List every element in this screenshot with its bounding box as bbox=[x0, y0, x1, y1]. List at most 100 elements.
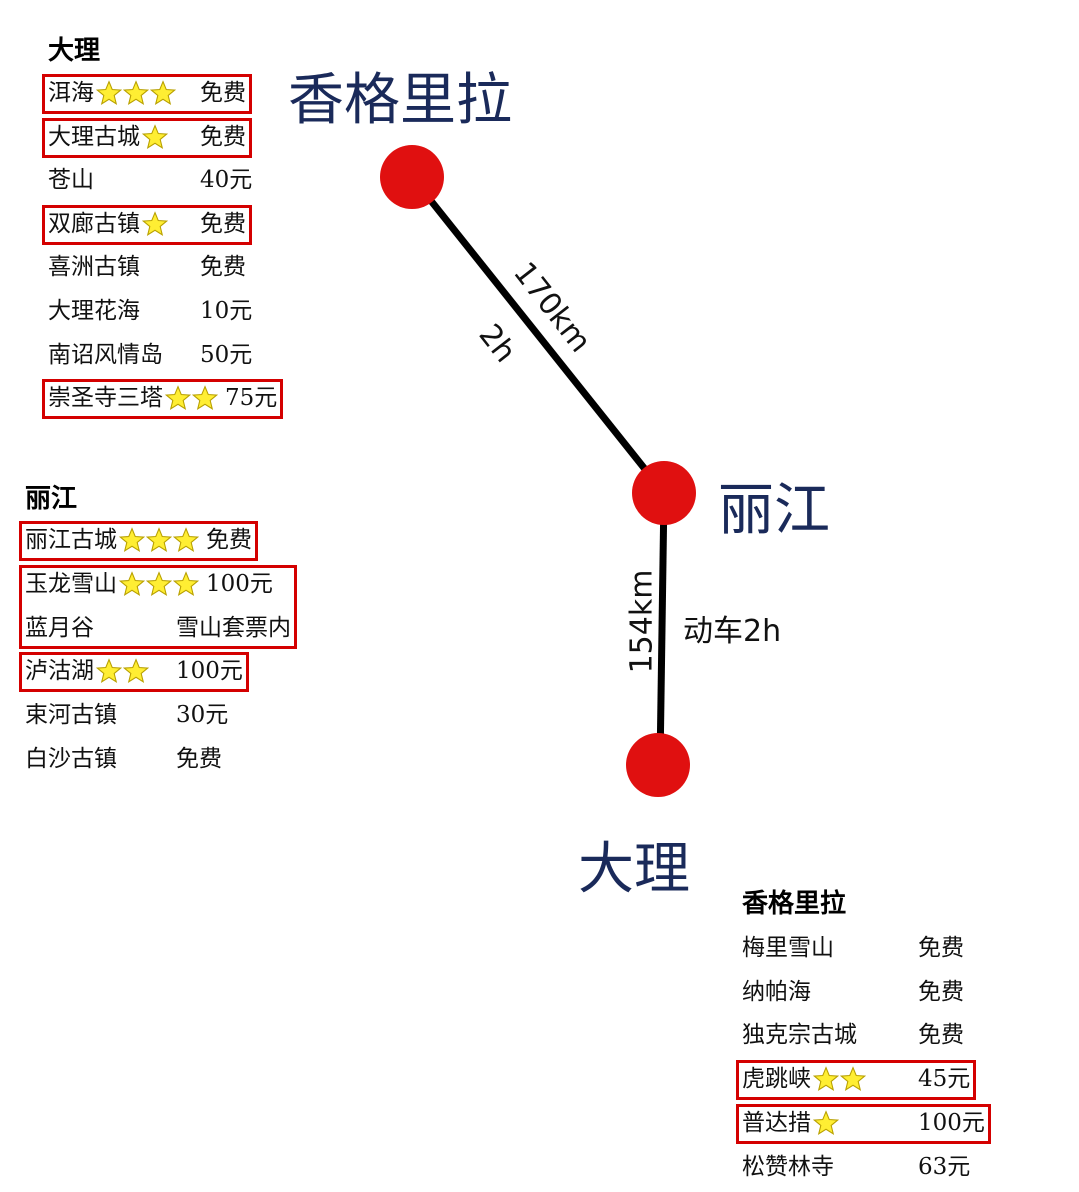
attraction-price: 50元 bbox=[200, 341, 253, 368]
attraction-price: 63元 bbox=[918, 1153, 971, 1180]
attraction-price: 免费 bbox=[206, 527, 252, 553]
attraction-price: 10元 bbox=[200, 298, 253, 324]
attraction-name-group: 丽江古城 bbox=[25, 520, 200, 560]
attraction-row: 大理古城 免费 bbox=[48, 117, 246, 157]
attraction-row: 喜洲古镇免费 bbox=[48, 247, 246, 287]
attraction-name: 普达措 bbox=[742, 1109, 811, 1136]
attraction-price: 免费 bbox=[200, 80, 246, 106]
attraction-name: 虎跳峡 bbox=[742, 1066, 811, 1093]
attraction-price: 30元 bbox=[176, 702, 229, 729]
star-icon bbox=[96, 80, 122, 106]
highlight-box bbox=[42, 379, 284, 420]
highlight-box bbox=[19, 564, 297, 649]
attraction-price: 40元 bbox=[200, 167, 253, 194]
attraction-name-group: 蓝月谷 bbox=[25, 608, 170, 648]
attraction-price: 45元 bbox=[918, 1066, 971, 1093]
attraction-name-group: 普达措 bbox=[742, 1103, 912, 1143]
attraction-row: 蓝月谷 雪山套票内 bbox=[25, 608, 291, 648]
attraction-price: 75元 bbox=[225, 385, 278, 412]
star-icon bbox=[165, 385, 191, 411]
star-icon bbox=[123, 80, 149, 106]
star-icon bbox=[123, 658, 149, 684]
star-rating bbox=[119, 570, 200, 597]
highlight-box bbox=[42, 117, 252, 158]
attraction-name-group: 白沙古镇 bbox=[25, 739, 170, 779]
attraction-name: 玉龙雪山 bbox=[25, 570, 117, 597]
attraction-row: 松赞林寺 63元 bbox=[742, 1147, 970, 1187]
attraction-row: 独克宗古城 免费 bbox=[742, 1015, 964, 1055]
attraction-row: 纳帕海 免费 bbox=[742, 972, 964, 1012]
star-rating bbox=[813, 1109, 840, 1136]
attraction-name: 白沙古镇 bbox=[25, 746, 117, 772]
attraction-price: 100元 bbox=[176, 658, 243, 685]
attraction-name-group: 独克宗古城 bbox=[742, 1015, 912, 1055]
dali-list-title: 大理 bbox=[48, 36, 101, 66]
attraction-name: 喜洲古镇 bbox=[48, 254, 140, 281]
attraction-price: 免费 bbox=[200, 123, 246, 150]
attraction-name-group: 梅里雪山 bbox=[742, 928, 912, 968]
attraction-name-group: 南诏风情岛 bbox=[48, 335, 194, 375]
attraction-price: 免费 bbox=[176, 746, 222, 772]
shangrila-list-title: 香格里拉 bbox=[742, 889, 847, 919]
star-icon bbox=[813, 1066, 839, 1092]
attraction-name: 束河古镇 bbox=[25, 702, 117, 729]
attraction-name: 泸沽湖 bbox=[25, 658, 94, 685]
attraction-name: 南诏风情岛 bbox=[48, 341, 163, 368]
attraction-row: 苍山 40元 bbox=[48, 160, 252, 200]
route-shangrila-lijiang bbox=[409, 174, 667, 496]
attraction-price: 100元 bbox=[918, 1109, 985, 1136]
dali-marker bbox=[626, 733, 690, 797]
attraction-row: 大理花海 10元 bbox=[48, 291, 252, 331]
attraction-name-group: 束河古镇 bbox=[25, 695, 170, 735]
attraction-name-group: 喜洲古镇 bbox=[48, 247, 194, 287]
star-icon bbox=[173, 527, 199, 553]
attraction-name-group: 纳帕海 bbox=[742, 972, 912, 1012]
route-distance-label: 154km bbox=[624, 569, 660, 674]
city-label-dali: 大理 bbox=[578, 837, 690, 902]
attraction-name: 松赞林寺 bbox=[742, 1153, 834, 1180]
attraction-row: 泸沽湖 100元 bbox=[25, 651, 243, 691]
star-icon bbox=[119, 570, 145, 596]
shangrila-marker bbox=[380, 145, 444, 209]
star-rating bbox=[96, 80, 177, 106]
attraction-name-group: 大理古城 bbox=[48, 117, 194, 157]
city-label-lijiang: 丽江 bbox=[718, 478, 830, 543]
attraction-row: 梅里雪山免费 bbox=[742, 928, 964, 968]
highlight-box bbox=[19, 652, 249, 693]
attraction-name-group: 大理花海 bbox=[48, 291, 194, 331]
star-rating bbox=[813, 1066, 867, 1092]
attraction-row: 双廊古镇 免费 bbox=[48, 204, 246, 244]
attraction-name: 丽江古城 bbox=[25, 527, 117, 553]
star-icon bbox=[840, 1066, 866, 1092]
attraction-name: 大理花海 bbox=[48, 298, 140, 324]
attraction-price: 雪山套票内 bbox=[176, 614, 291, 641]
attraction-name-group: 松赞林寺 bbox=[742, 1147, 912, 1187]
star-icon bbox=[119, 527, 145, 553]
attraction-name: 崇圣寺三塔 bbox=[48, 385, 163, 412]
attraction-name: 双廊古镇 bbox=[48, 210, 140, 237]
attraction-row: 洱海 免费 bbox=[48, 73, 246, 113]
attraction-price: 免费 bbox=[200, 210, 246, 237]
attraction-name: 苍山 bbox=[48, 167, 94, 194]
attraction-name: 洱海 bbox=[48, 80, 94, 106]
route-time-label: 动车2h bbox=[683, 614, 782, 649]
attraction-name: 纳帕海 bbox=[742, 978, 811, 1005]
lijiang-marker bbox=[632, 461, 696, 525]
attraction-price: 免费 bbox=[918, 978, 964, 1005]
star-rating bbox=[165, 385, 219, 411]
highlight-box bbox=[736, 1060, 977, 1101]
star-icon bbox=[142, 123, 168, 149]
attraction-name: 蓝月谷 bbox=[25, 614, 94, 641]
attraction-name: 大理古城 bbox=[48, 123, 140, 150]
attraction-name-group: 玉龙雪山 bbox=[25, 564, 200, 604]
attraction-name: 独克宗古城 bbox=[742, 1022, 857, 1049]
star-icon bbox=[142, 210, 168, 236]
attraction-price: 免费 bbox=[918, 1022, 964, 1049]
star-rating bbox=[119, 527, 200, 553]
attraction-row: 南诏风情岛 50元 bbox=[48, 335, 252, 375]
attraction-row: 丽江古城 免费 bbox=[25, 520, 252, 560]
attraction-row: 虎跳峡 45元 bbox=[742, 1059, 970, 1099]
attraction-name-group: 苍山 bbox=[48, 160, 194, 200]
star-icon bbox=[173, 570, 199, 596]
